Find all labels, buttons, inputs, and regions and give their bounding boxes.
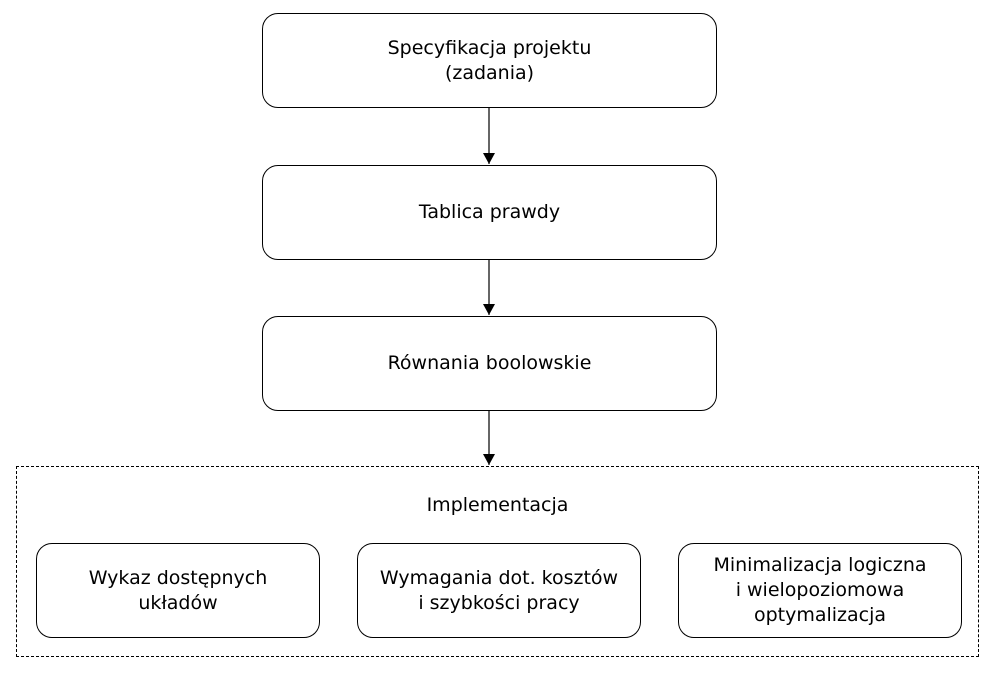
truth-table-label: Tablica prawdy <box>418 201 561 223</box>
spec-label-line-1: Specyfikacja projektu <box>387 36 592 59</box>
logic-minimization-box: Minimalizacja logiczna i wielopoziomowa … <box>678 543 962 638</box>
logic-minimization-label-line-1: Minimalizacja logiczna <box>713 554 927 576</box>
boolean-equations-label: Równania boolowskie <box>387 352 592 374</box>
cost-speed-requirements-box: Wymagania dot. kosztów i szybkości pracy <box>357 543 641 638</box>
truth-table-box: Tablica prawdy <box>262 165 717 260</box>
available-circuits-label-line-1: Wykaz dostępnych <box>88 566 268 589</box>
implementation-group: Implementacja <box>16 466 979 657</box>
logic-minimization-label-line-3: optymalizacja <box>753 604 887 626</box>
spec-label-line-2: (zadania) <box>444 61 535 84</box>
available-circuits-box: Wykaz dostępnych układów <box>36 543 320 638</box>
available-circuits-label-line-2: układów <box>138 591 218 614</box>
cost-speed-label-line-1: Wymagania dot. kosztów <box>379 566 619 589</box>
implementation-title: Implementacja <box>426 494 569 516</box>
logic-minimization-label-line-2: i wielopoziomowa <box>735 579 905 601</box>
cost-speed-label-line-2: i szybkości pracy <box>418 591 580 614</box>
boolean-equations-box: Równania boolowskie <box>262 316 717 411</box>
spec-box: Specyfikacja projektu (zadania) <box>262 13 717 108</box>
